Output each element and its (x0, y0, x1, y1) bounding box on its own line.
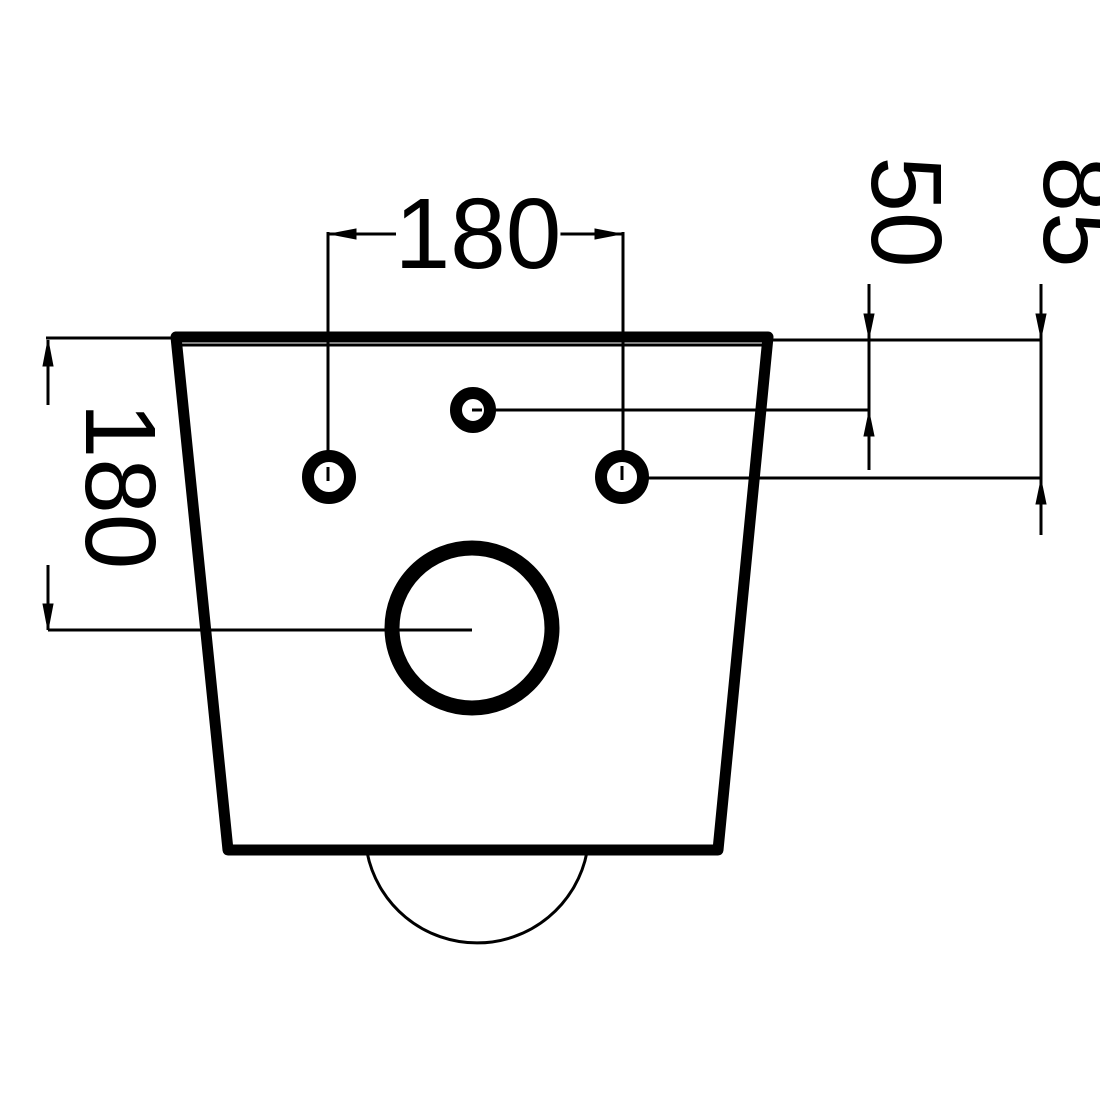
right-dimension-50: 50 (478, 153, 1042, 470)
right-dimension-85: 85 (625, 153, 1100, 535)
top-dimension: 180 (326, 175, 625, 475)
waste-outlet-hole (384, 540, 560, 716)
dim-85-label: 85 (1022, 156, 1100, 267)
top-dim-arrow-left (329, 228, 357, 240)
left-dimension: 180 (42, 336, 472, 632)
pan-body-outline (170, 331, 774, 856)
dim-85-arrow-bottom (1035, 479, 1047, 505)
dim-50-label: 50 (850, 156, 962, 267)
top-dim-arrow-right (594, 228, 622, 240)
left-dim-arrow-top (42, 339, 54, 367)
top-dim-label: 180 (395, 178, 562, 290)
dim-50-arrow-bottom (863, 411, 875, 437)
bowl-front-arc (365, 851, 589, 945)
left-dim-arrow-bottom (42, 603, 54, 631)
dim-50-arrow-top (863, 313, 875, 339)
left-dim-label: 180 (64, 403, 176, 570)
dim-85-arrow-top (1035, 313, 1047, 339)
